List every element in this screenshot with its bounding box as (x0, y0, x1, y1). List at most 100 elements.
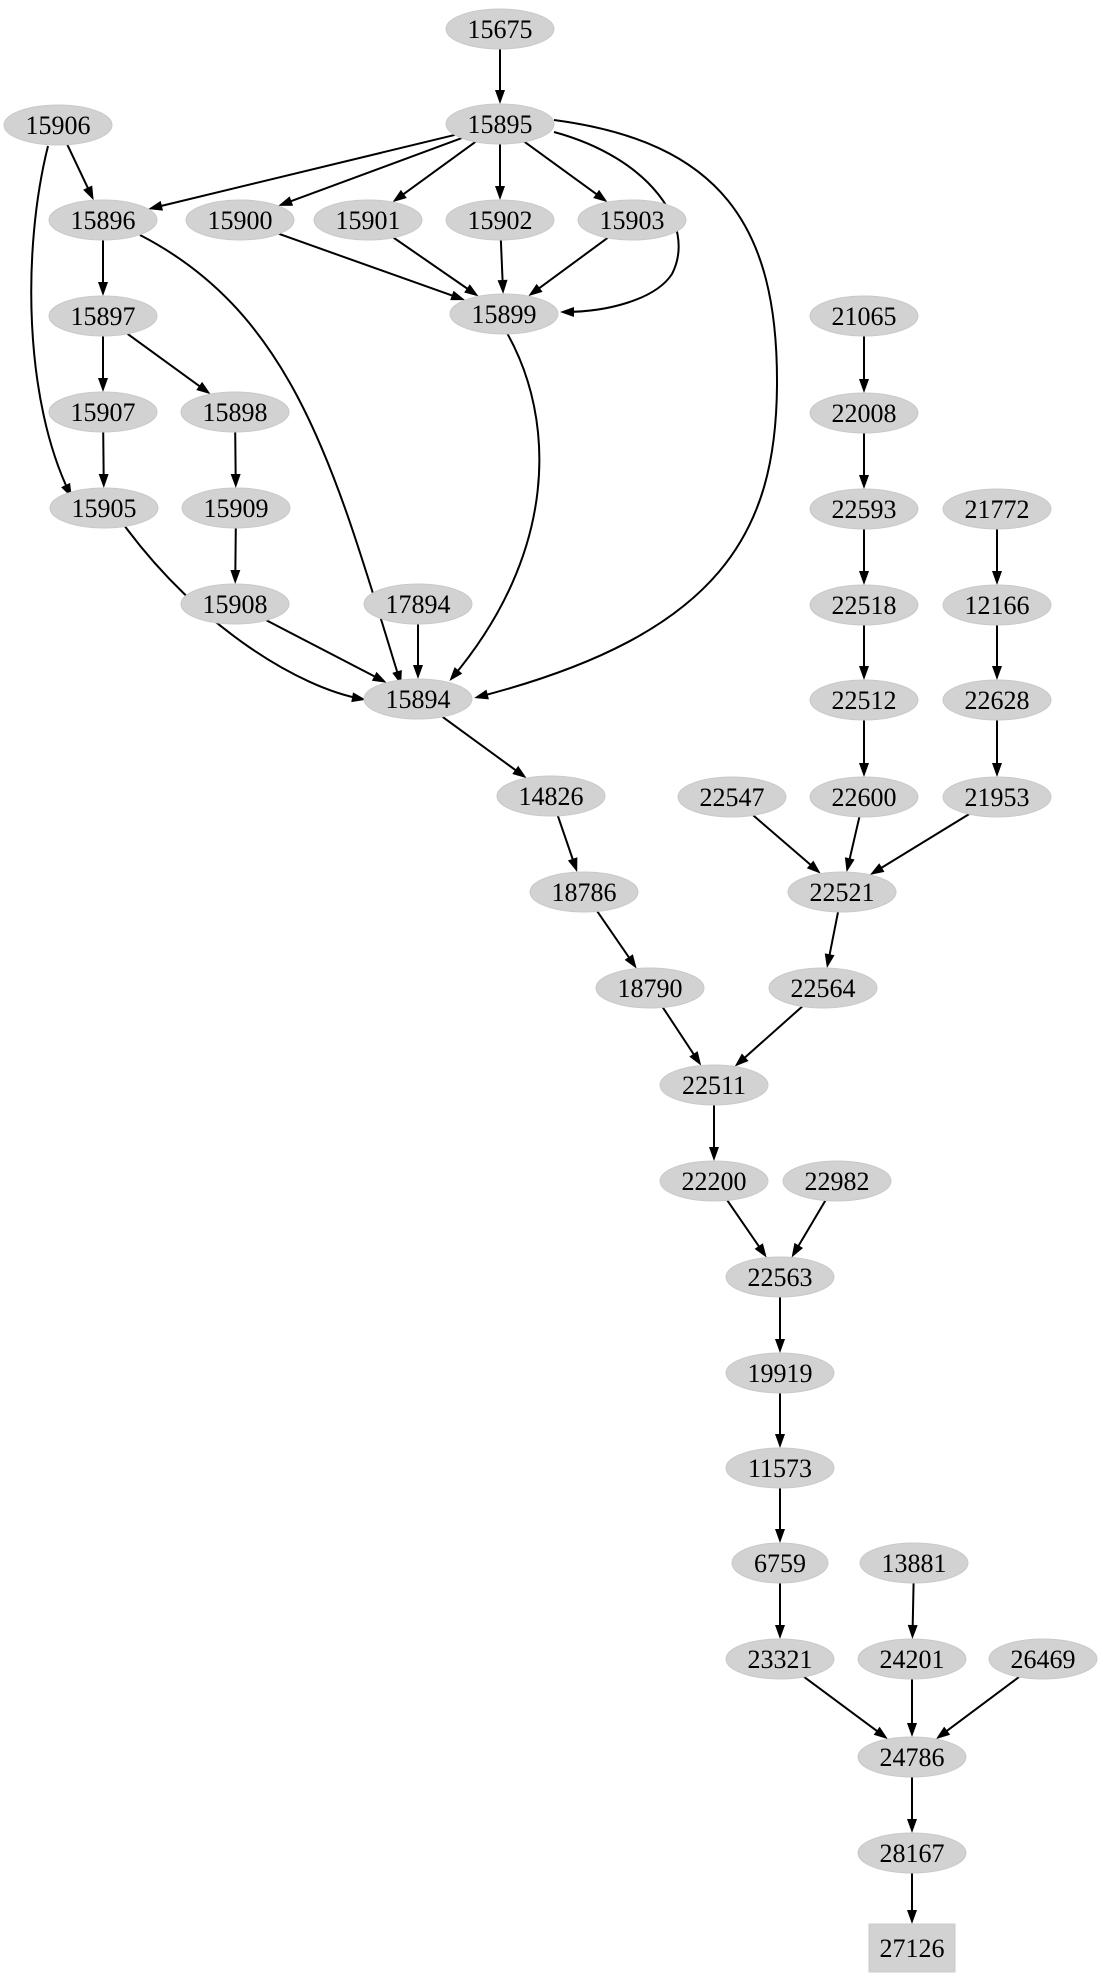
graph-node-27126: 27126 (868, 1923, 956, 1973)
node-label: 15895 (468, 110, 533, 139)
node-label: 21065 (832, 302, 897, 331)
edge-arrowhead (859, 379, 869, 393)
graph-node-22593: 22593 (809, 488, 919, 530)
node-label: 18790 (618, 974, 683, 1003)
edge-arrowhead (907, 1819, 917, 1833)
node-ellipse (857, 1736, 967, 1778)
node-ellipse (449, 293, 559, 335)
node-ellipse (185, 199, 295, 241)
graph-node-15909: 15909 (181, 487, 291, 529)
node-label: 22512 (832, 686, 897, 715)
edge-arrowhead (512, 765, 527, 779)
node-ellipse (782, 1160, 892, 1202)
edge-arrowhead (689, 1051, 702, 1066)
node-label: 22547 (700, 783, 765, 812)
graph-edge (742, 1005, 803, 1060)
node-ellipse (988, 1638, 1098, 1680)
graph-edge (878, 813, 970, 870)
node-ellipse (725, 1638, 835, 1680)
node-ellipse (180, 583, 290, 625)
node-ellipse (48, 295, 158, 337)
node-ellipse (529, 871, 639, 913)
node-label: 6759 (754, 1549, 806, 1578)
graph-node-22547: 22547 (677, 776, 787, 818)
node-label: 22600 (832, 783, 897, 812)
node-ellipse (942, 488, 1052, 530)
graph-node-15906: 15906 (3, 104, 113, 146)
node-ellipse (809, 776, 919, 818)
node-ellipse (768, 967, 878, 1009)
graph-edge (536, 237, 609, 291)
node-label: 15908 (203, 590, 268, 619)
graph-node-15900: 15900 (185, 199, 295, 241)
node-label: 15675 (468, 15, 533, 44)
edge-arrowhead (98, 473, 109, 489)
node-ellipse (49, 487, 159, 529)
edge-arrowhead (859, 666, 869, 680)
graph-node-15902: 15902 (445, 199, 555, 241)
node-ellipse (313, 199, 423, 241)
edge-arrowhead (449, 667, 463, 682)
node-ellipse (48, 391, 158, 433)
graph-node-22521: 22521 (787, 871, 897, 913)
node-label: 22593 (832, 495, 897, 524)
node-label: 15902 (468, 206, 533, 235)
edge-arrowhead (734, 1053, 749, 1067)
graph-node-15899: 15899 (449, 293, 559, 335)
graph-edge (523, 141, 600, 197)
graph-node-15907: 15907 (48, 391, 158, 433)
graph-node-15894: 15894 (363, 678, 473, 720)
graph-node-24786: 24786 (857, 1736, 967, 1778)
node-ellipse (363, 678, 473, 720)
graph-edge (944, 1676, 1020, 1734)
graph-node-15908: 15908 (180, 583, 290, 625)
edge-arrowhead (869, 863, 885, 875)
node-label: 24201 (880, 1645, 945, 1674)
graph-node-6759: 6759 (731, 1542, 829, 1584)
edge-arrowhead (775, 1339, 785, 1353)
edge-arrowhead (791, 1242, 804, 1258)
node-label: 15899 (472, 300, 537, 329)
graph-node-22511: 22511 (659, 1064, 769, 1106)
graph-node-22008: 22008 (809, 392, 919, 434)
graph-edge (553, 131, 680, 313)
node-label: 19919 (748, 1359, 813, 1388)
graph-node-15895: 15895 (445, 103, 555, 145)
graph-node-22982: 22982 (782, 1160, 892, 1202)
node-ellipse (577, 199, 687, 241)
graph-node-18786: 18786 (529, 871, 639, 913)
graph-edge (451, 332, 541, 679)
graph-node-14826: 14826 (496, 775, 606, 817)
graph-node-22518: 22518 (809, 584, 919, 626)
graph-edge (848, 816, 861, 862)
graph-node-22512: 22512 (809, 679, 919, 721)
graph-node-21772: 21772 (942, 488, 1052, 530)
node-ellipse (181, 487, 291, 529)
graph-node-23321: 23321 (725, 1638, 835, 1680)
graph-edge (30, 145, 71, 495)
graph-edge (400, 141, 477, 197)
edge-arrowhead (775, 1529, 785, 1543)
graph-node-15903: 15903 (577, 199, 687, 241)
node-label: 15900 (208, 206, 273, 235)
edge-arrowhead (907, 1624, 918, 1640)
edge-arrowhead (775, 1625, 785, 1639)
edge-arrowhead (806, 860, 821, 874)
node-label: 11573 (748, 1454, 812, 1483)
node-ellipse (857, 1832, 967, 1874)
edge-arrowhead (754, 1243, 767, 1258)
edge-arrowhead (230, 569, 241, 585)
node-label: 27126 (880, 1934, 945, 1963)
graph-edge (596, 910, 632, 961)
edge-arrowhead (907, 1723, 917, 1737)
graph-node-12166: 12166 (942, 584, 1052, 626)
node-label: 21953 (965, 783, 1030, 812)
node-label: 22518 (832, 591, 897, 620)
graph-node-22628: 22628 (942, 679, 1052, 721)
node-label: 15907 (71, 398, 136, 427)
edge-arrowhead (413, 665, 423, 679)
edge-layer (30, 49, 1020, 1924)
node-ellipse (659, 1064, 769, 1106)
graph-edge (265, 619, 378, 679)
